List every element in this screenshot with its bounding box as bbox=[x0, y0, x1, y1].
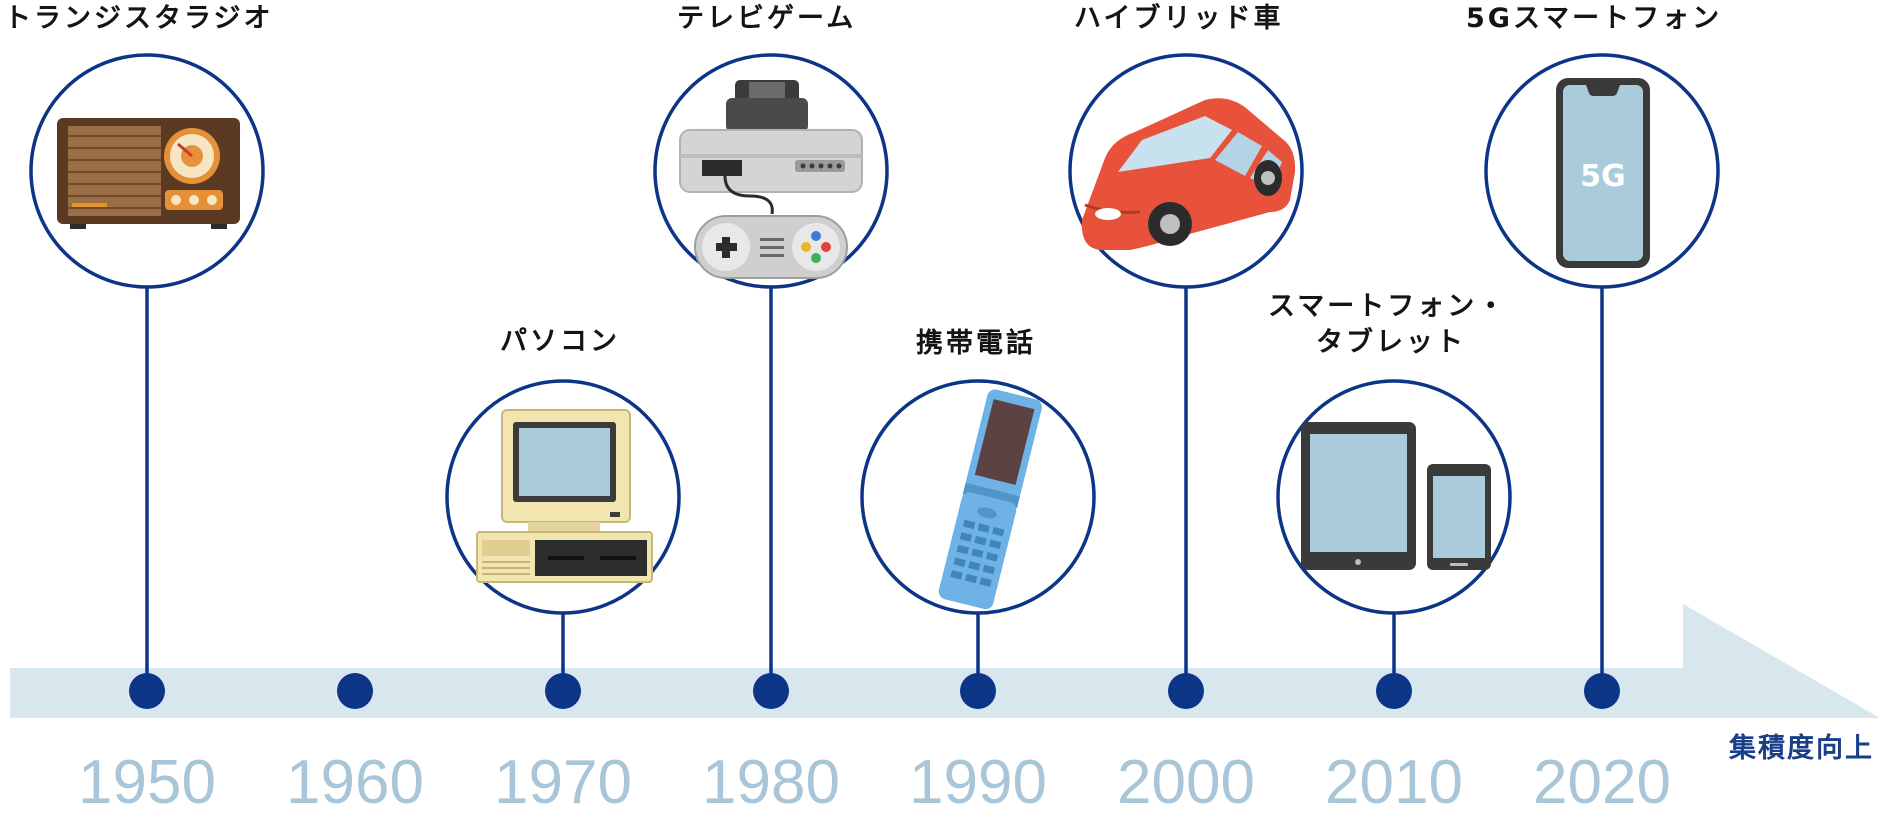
item-label-5g-smartphone: 5Gスマートフォン bbox=[1466, 3, 1723, 34]
smartphone-5g-icon: 5G bbox=[1556, 78, 1650, 268]
timeline-dots bbox=[129, 673, 1620, 709]
flip-phone-icon bbox=[938, 389, 1042, 610]
year-label-2010: 2010 bbox=[1325, 748, 1463, 817]
dot-2020 bbox=[1584, 673, 1620, 709]
item-label-mobile-phone: 携帯電話 bbox=[916, 328, 1036, 359]
year-label-1960: 1960 bbox=[286, 748, 424, 817]
dot-2000 bbox=[1168, 673, 1204, 709]
game-console-icon bbox=[679, 80, 863, 279]
year-label-1970: 1970 bbox=[494, 748, 632, 817]
item-label-game: テレビゲーム bbox=[677, 3, 857, 34]
dot-1960 bbox=[337, 673, 373, 709]
direction-label: 集積度向上 bbox=[1729, 733, 1874, 764]
dot-1990 bbox=[960, 673, 996, 709]
year-label-1990: 1990 bbox=[909, 748, 1047, 817]
personal-computer-icon bbox=[476, 409, 653, 583]
year-label-2020: 2020 bbox=[1533, 748, 1671, 817]
dot-1970 bbox=[545, 673, 581, 709]
radio-icon bbox=[57, 118, 240, 229]
year-label-1980: 1980 bbox=[702, 748, 840, 817]
dot-1980 bbox=[753, 673, 789, 709]
year-label-2000: 2000 bbox=[1117, 748, 1255, 817]
dot-1950 bbox=[129, 673, 165, 709]
car-icon bbox=[1081, 98, 1296, 250]
dot-2010 bbox=[1376, 673, 1412, 709]
year-label-1950: 1950 bbox=[78, 748, 216, 817]
item-label-hybrid-car: ハイブリッド車 bbox=[1074, 3, 1284, 34]
item-label-smartphone-tablet-line2: タブレット bbox=[1316, 327, 1466, 358]
item-label-pc: パソコン bbox=[500, 326, 620, 357]
item-label-radio: トランジスタラジオ bbox=[4, 3, 274, 34]
phone-screen-text: 5G bbox=[1580, 159, 1626, 194]
tablet-smartphone-icon bbox=[1301, 422, 1491, 570]
item-label-smartphone-tablet-line1: スマートフォン・ bbox=[1268, 291, 1508, 322]
